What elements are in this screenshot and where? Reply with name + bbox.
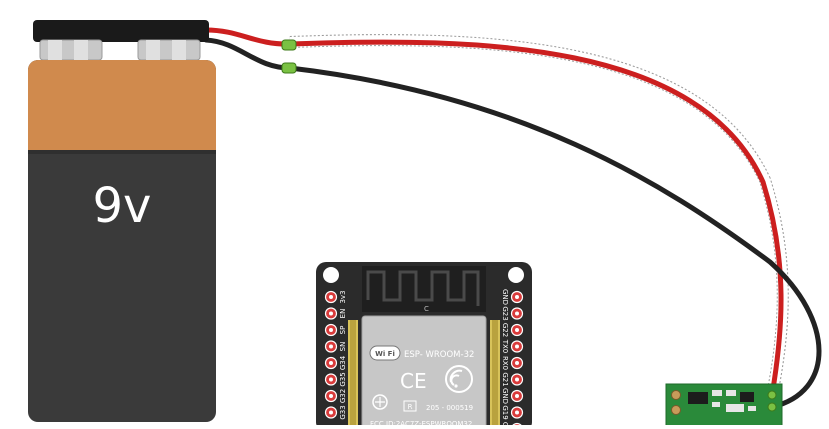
left-pin-label: G35 — [339, 372, 347, 386]
module-chip-4 — [712, 402, 720, 407]
left-pin-hole — [329, 394, 333, 398]
module-pad-2 — [671, 405, 681, 415]
left-pin-hole — [329, 344, 333, 349]
right-pin-hole — [515, 311, 519, 316]
right-pin-label: G19 — [501, 405, 509, 419]
antenna-trace — [366, 270, 480, 306]
left-pin-label: SN — [339, 342, 347, 352]
compliance-glyph-icon — [372, 394, 388, 410]
module-ic — [688, 392, 708, 404]
module-chip-2 — [726, 390, 736, 396]
left-pin-label: G34 — [339, 355, 347, 370]
right-pin-hole — [515, 344, 519, 349]
negative-wire — [203, 37, 822, 410]
battery-label: 9v — [93, 178, 152, 234]
battery-cap — [33, 20, 209, 42]
green-module — [665, 383, 783, 429]
module-chip-6 — [748, 406, 756, 411]
module-chip-3 — [740, 392, 754, 402]
left-pin-label: 3v3 — [339, 290, 347, 303]
right-pin-hole — [515, 361, 519, 365]
module-chip-1 — [712, 390, 722, 396]
battery-terminal-left — [39, 39, 103, 61]
wires — [203, 27, 822, 410]
left-pin-hole — [329, 377, 333, 382]
right-pin-hole — [515, 394, 519, 398]
ce-mark: CE — [400, 369, 427, 393]
right-pin-label: G21 — [501, 372, 509, 386]
module-terminal-negative — [767, 402, 777, 412]
mounting-hole-right — [508, 267, 524, 283]
right-pin-label: GND — [501, 289, 509, 305]
right-pin-header — [490, 320, 500, 428]
battery-9v: 9v — [28, 20, 216, 422]
positive-wire-connector — [281, 39, 297, 51]
negative-wire-connector — [281, 62, 297, 74]
module-terminal-positive — [767, 390, 777, 400]
esp32-board: C Wi Fi ESP- WROOM-32 CE R 205 - 000519 … — [316, 262, 532, 429]
left-pin-hole — [329, 295, 333, 299]
right-pin-label: G22 — [501, 323, 509, 337]
left-pin-header — [348, 320, 358, 428]
left-pin-label: EN — [339, 309, 347, 319]
cert-number: 205 - 000519 — [426, 404, 473, 412]
left-pin-label: SP — [339, 326, 347, 335]
left-pin-label: G33 — [339, 405, 347, 419]
positive-wire — [203, 27, 784, 398]
battery-top-band — [28, 60, 216, 152]
right-pin-label: GND — [501, 388, 509, 404]
right-pin-label: RX0 — [501, 356, 509, 370]
right-pins: GNDG23G22TX0RX0G21GNDG19G18 — [501, 289, 524, 429]
fcc-id: FCC ID:2AC7Z-ESPWROOM32 — [370, 420, 472, 425]
battery-terminal-right — [137, 39, 201, 61]
right-pin-label: G23 — [501, 306, 509, 320]
right-pin-hole — [515, 410, 519, 415]
module-pad-1 — [671, 390, 681, 400]
r-mark-box — [403, 400, 417, 412]
left-pin-hole — [329, 410, 333, 415]
right-pin-hole — [515, 377, 519, 382]
antenna-letter: C — [424, 305, 429, 313]
r-mark: R — [408, 403, 413, 411]
module-pcb — [665, 383, 783, 429]
right-pin-hole — [515, 295, 519, 299]
module-chip-5 — [726, 404, 744, 412]
left-pin-label: G32 — [339, 389, 347, 403]
mounting-hole-left — [323, 267, 339, 283]
left-pin-hole — [329, 311, 333, 316]
wifi-badge — [369, 345, 401, 361]
left-pin-hole — [329, 361, 333, 365]
right-pin-label: TX0 — [501, 339, 509, 354]
right-pin-hole — [515, 328, 519, 332]
left-pin-hole — [329, 328, 333, 332]
wifi-logo-icon — [445, 365, 473, 393]
wifi-badge-label: Wi Fi — [375, 350, 395, 358]
module-name: ESP- WROOM-32 — [404, 350, 474, 360]
